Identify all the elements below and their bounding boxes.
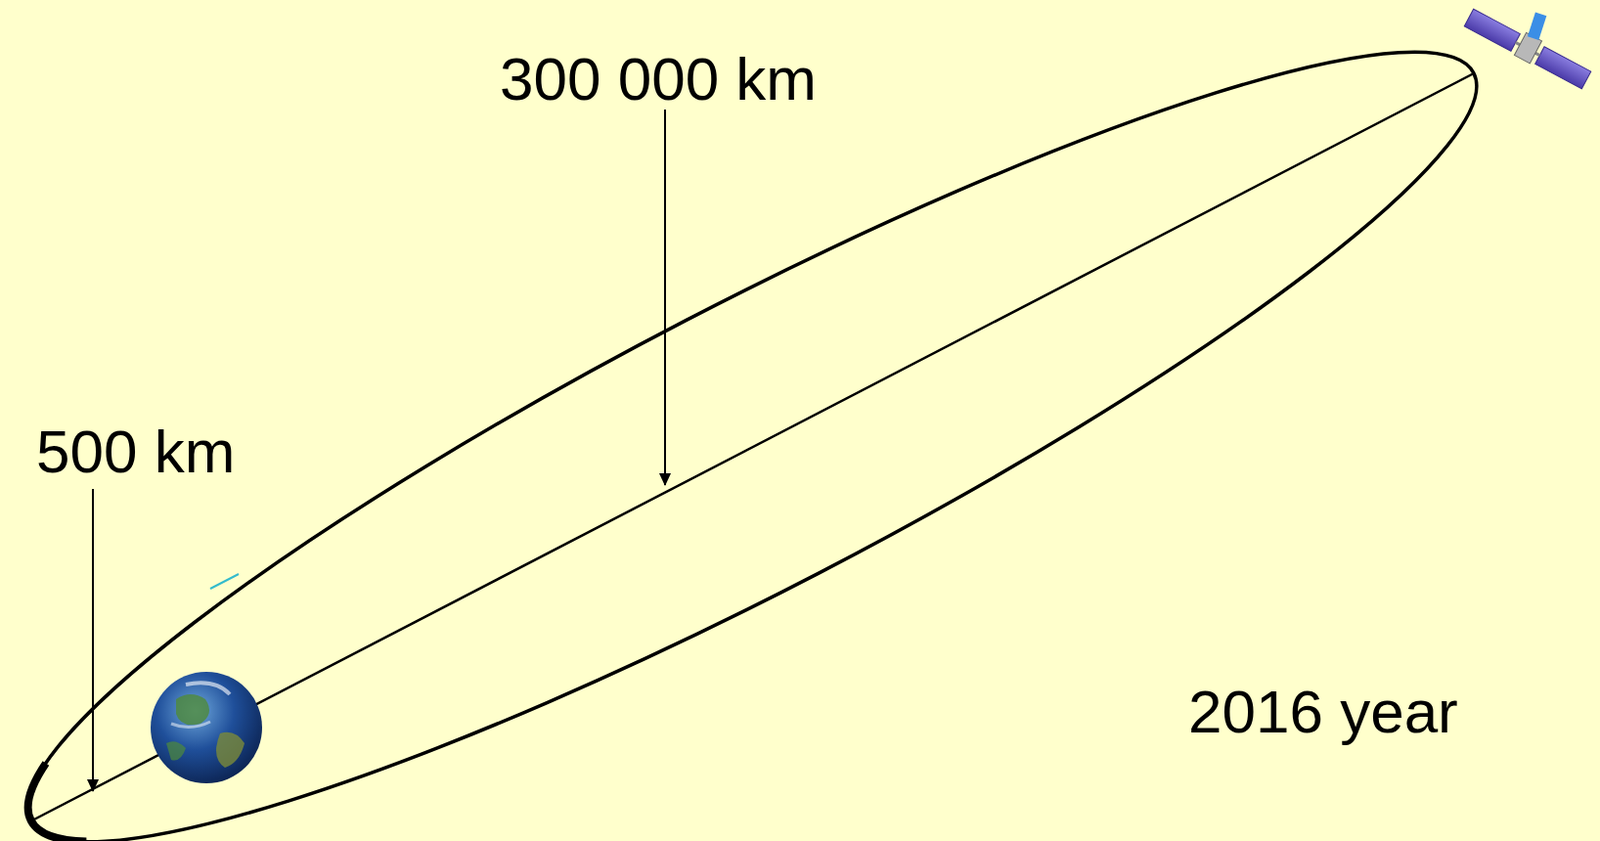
year-label: 2016 year [1188,681,1459,743]
tick-mark [210,574,239,589]
distance-label: 300 000 km [499,48,817,110]
major-axis [30,73,1474,822]
earth-picture [150,671,263,784]
satellite-picture [1463,0,1600,91]
distance-label: 500 km [36,421,235,483]
leader-arrow [91,488,94,792]
orbit-ellipse [0,0,1540,841]
leader-arrow [664,109,667,486]
